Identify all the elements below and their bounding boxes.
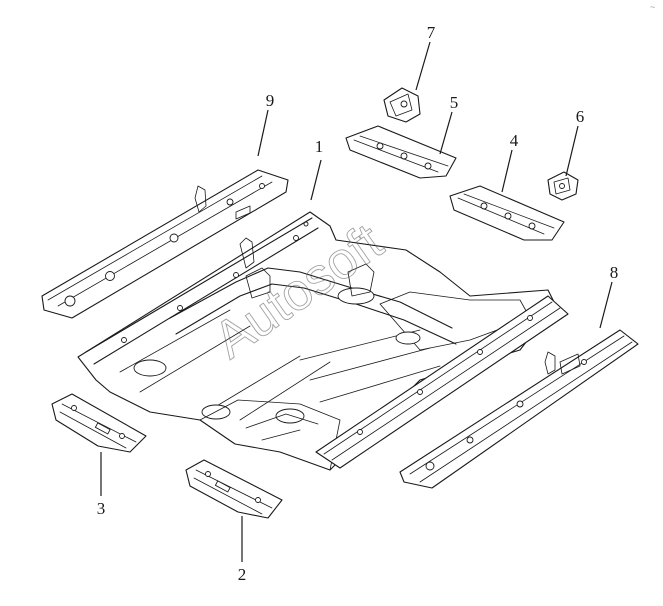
callout-2: 2 [238, 516, 247, 584]
callout-label-3: 3 [97, 499, 106, 518]
part-4-seat-cross-member [449, 185, 565, 241]
callout-7: 7 [415, 23, 436, 91]
callout-label-8: 8 [610, 263, 619, 282]
corner-mark: ~ [650, 2, 655, 12]
part-1-floor-pan [77, 211, 556, 471]
part-6-bracket [547, 171, 579, 201]
part-9-left-side-rail [41, 169, 289, 319]
callout-6: 6 [565, 107, 585, 177]
part-3-front-cross-member [51, 393, 147, 453]
callout-label-5: 5 [450, 93, 459, 112]
callout-label-6: 6 [576, 107, 585, 126]
callout-label-7: 7 [427, 23, 436, 42]
callout-label-9: 9 [266, 91, 275, 110]
callout-4: 4 [501, 131, 519, 193]
callout-label-2: 2 [238, 565, 247, 584]
callout-8: 8 [599, 263, 619, 329]
part-2-front-cross-member [185, 459, 283, 519]
callout-1: 1 [310, 137, 324, 201]
callout-label-4: 4 [510, 131, 519, 150]
part-8-right-side-rail [399, 329, 639, 489]
callout-5: 5 [439, 93, 459, 155]
callout-3: 3 [97, 452, 106, 518]
callout-9: 9 [257, 91, 275, 157]
part-5-seat-cross-member [345, 125, 457, 179]
part-7-bracket [383, 87, 421, 123]
floor-right-sill [315, 295, 569, 469]
callout-label-1: 1 [315, 137, 324, 156]
